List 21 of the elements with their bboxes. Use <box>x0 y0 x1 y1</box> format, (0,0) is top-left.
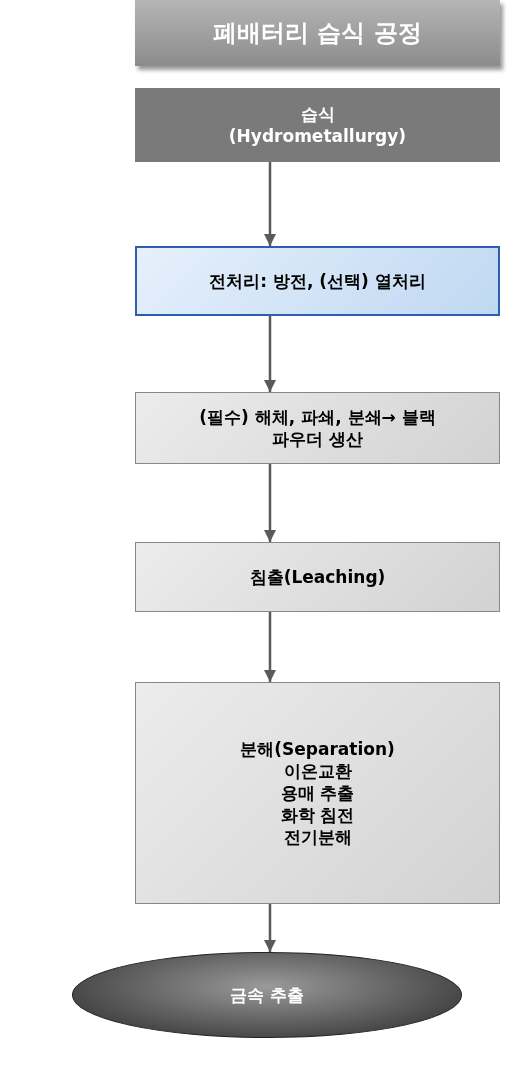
process-box <box>135 246 500 316</box>
step-label: 침출(Leaching) <box>249 565 386 589</box>
step-item: 이온교환 <box>283 759 352 782</box>
arrow <box>263 316 277 392</box>
process-box <box>135 682 500 904</box>
arrow <box>263 464 277 542</box>
step-item: 전기분해 <box>283 826 352 849</box>
step-label: 습식 (Hydrometallurgy) <box>227 102 408 148</box>
step-label: 분해(Separation) <box>240 737 395 760</box>
process-box <box>135 88 500 162</box>
step-label: 전처리: 방전, (선택) 열처리 <box>209 269 426 293</box>
process-box <box>135 392 500 464</box>
arrow <box>263 162 277 246</box>
step-label: (필수) 해체, 파쇄, 분쇄→ 블랙파우더 생산 <box>198 405 437 451</box>
step-item: 용매 추출 <box>280 781 355 805</box>
step-item: 화학 침전 <box>280 804 355 827</box>
step-label: 금속 추출 <box>230 983 304 1007</box>
title-banner: 폐배터리 습식 공정 <box>135 0 500 66</box>
arrow <box>263 904 277 952</box>
process-box <box>135 542 500 612</box>
arrow <box>263 612 277 682</box>
